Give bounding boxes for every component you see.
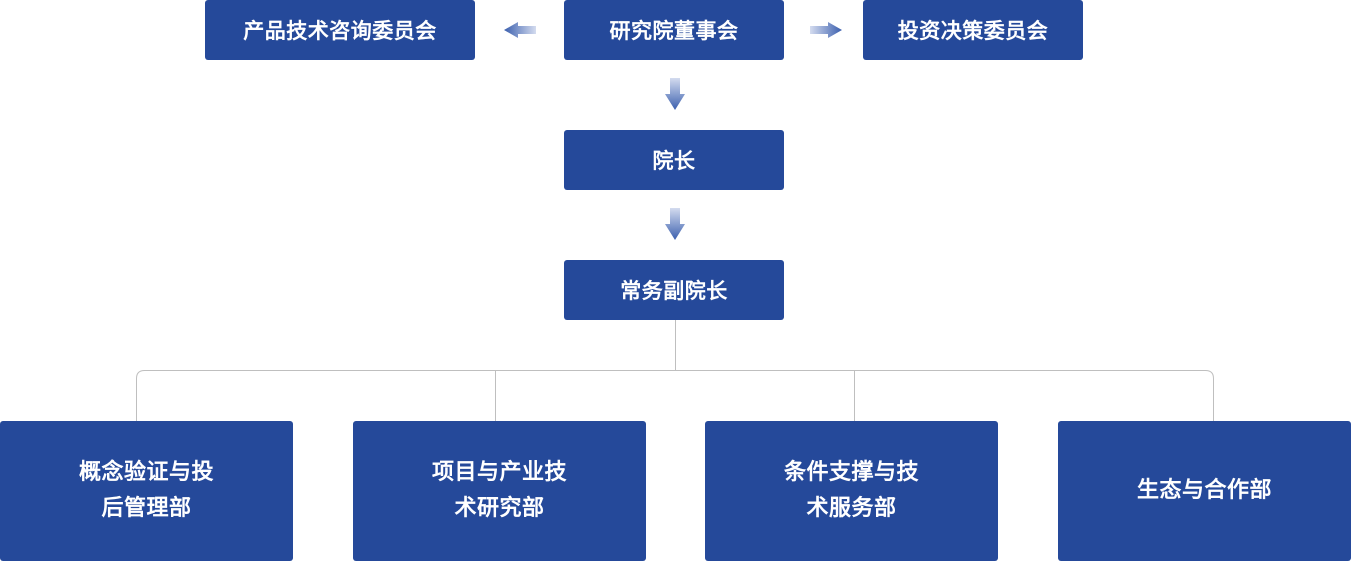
department-label: 概念验证与投 bbox=[78, 460, 214, 485]
department-box: 条件支撑与技 术服务部 bbox=[705, 421, 998, 561]
department-box: 概念验证与投 后管理部 bbox=[0, 421, 293, 561]
president-label: 院长 bbox=[652, 149, 696, 173]
arrow-left-icon bbox=[504, 22, 536, 38]
department-box: 项目与产业技 术研究部 bbox=[353, 421, 646, 561]
department-box: 生态与合作部 bbox=[1058, 421, 1351, 561]
board-label: 研究院董事会 bbox=[609, 19, 739, 43]
department-label: 生态与合作部 bbox=[1136, 478, 1272, 503]
department-label: 后管理部 bbox=[101, 496, 192, 521]
department-label: 条件支撑与技 bbox=[783, 460, 919, 485]
committee-box-product-tech: 产品技术咨询委员会 bbox=[205, 0, 475, 60]
president-box: 院长 bbox=[564, 130, 784, 190]
committee-box-investment: 投资决策委员会 bbox=[863, 0, 1083, 60]
department-label: 术研究部 bbox=[454, 496, 545, 521]
executive-vp-box: 常务副院长 bbox=[564, 260, 784, 320]
department-label: 术服务部 bbox=[806, 496, 897, 521]
arrow-down-icon bbox=[665, 208, 685, 240]
committee-label: 投资决策委员会 bbox=[897, 19, 1049, 43]
arrow-right-icon bbox=[810, 22, 842, 38]
executive-vp-label: 常务副院长 bbox=[620, 279, 728, 303]
tree-connector bbox=[136, 320, 1214, 421]
board-box: 研究院董事会 bbox=[564, 0, 784, 60]
arrow-down-icon bbox=[665, 78, 685, 110]
committee-label: 产品技术咨询委员会 bbox=[243, 19, 437, 43]
department-label: 项目与产业技 bbox=[431, 460, 567, 485]
